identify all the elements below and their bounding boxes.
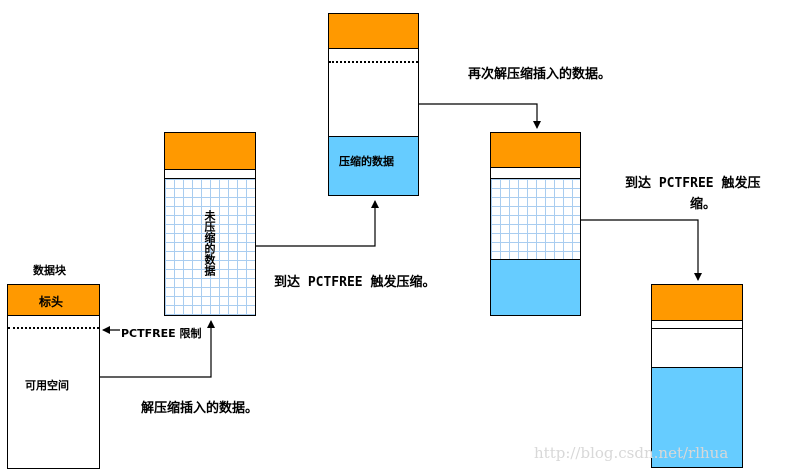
uncompressed-data-area <box>165 179 255 315</box>
compressed-data-area <box>329 136 418 195</box>
arrow-block3-to-block4 <box>419 103 541 129</box>
pctfree-dotted-line <box>329 61 418 63</box>
compressed-data-area <box>652 367 742 467</box>
block-header <box>491 133 580 168</box>
arrow-block2-to-block3 <box>256 200 379 247</box>
reach-pctfree-label-2-line2: 缩。 <box>690 197 717 212</box>
pctfree-limit-label: PCTFREE 限制 <box>121 327 202 340</box>
block-header <box>329 14 418 49</box>
compressed-data-label: 压缩的数据 <box>339 155 394 168</box>
uncompressed-data-label: 未压缩的数据 <box>203 210 216 276</box>
divider-line <box>652 328 742 329</box>
data-block-2 <box>164 132 256 316</box>
arrow-block4-to-block5 <box>581 219 702 281</box>
data-block-5 <box>651 284 743 468</box>
block1-title: 数据块 <box>33 264 66 277</box>
reach-pctfree-label-1: 到达 PCTFREE 触发压缩。 <box>274 275 436 290</box>
free-space-label: 可用空间 <box>25 379 69 392</box>
pctfree-dotted-line <box>8 327 99 329</box>
block-header <box>652 285 742 321</box>
arrow-block1-to-block2 <box>100 320 215 378</box>
divider-line <box>165 178 255 179</box>
data-block-3 <box>328 13 419 196</box>
block-header <box>8 285 99 316</box>
reach-pctfree-label-2-line1: 到达 PCTFREE 触发压 <box>625 176 761 191</box>
header-label: 标头 <box>39 295 64 309</box>
block-header <box>165 133 255 170</box>
compressed-data-area <box>491 259 580 315</box>
uncompressed-data-area <box>491 179 580 261</box>
insert-again-label: 再次解压缩插入的数据。 <box>468 67 612 82</box>
data-block-4 <box>490 132 581 316</box>
data-block-1: 标头 可用空间 <box>7 284 100 469</box>
insert-uncompressed-label: 解压缩插入的数据。 <box>141 401 259 416</box>
watermark: http://blog.csdn.net/rlhua <box>534 444 729 462</box>
divider-line <box>491 178 580 179</box>
